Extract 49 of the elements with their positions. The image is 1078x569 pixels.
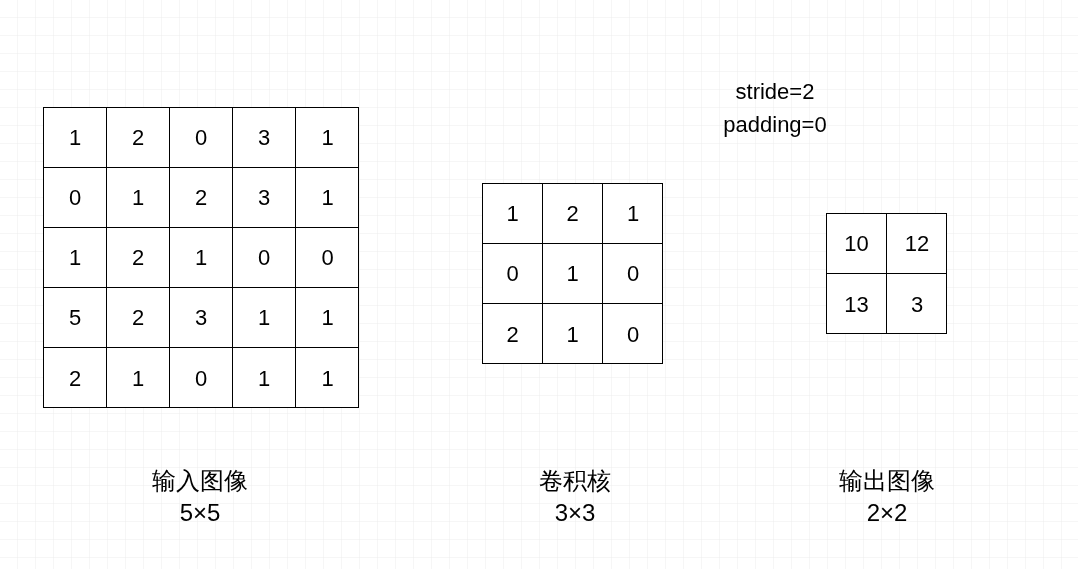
matrix-cell: 1 [44,108,107,168]
matrix-grid [826,213,947,334]
matrix-cell: 1 [170,228,233,288]
matrix-cell: 1 [483,184,543,244]
matrix-cell: 0 [44,168,107,228]
matrix-caption: 输入图像 [152,466,248,496]
matrix-caption: 5×5 [179,498,221,528]
matrix-caption: 卷积核 [539,466,611,496]
matrix-cell: 2 [44,348,107,408]
matrix-cell: 1 [44,228,107,288]
matrix-cell: 1 [233,348,296,408]
matrix-cell: 1 [296,108,359,168]
matrix-cell: 3 [233,168,296,228]
parameter-text: padding=0 [723,111,827,139]
matrix-cell: 2 [543,184,603,244]
matrix-cell: 1 [543,244,603,304]
matrix-cell: 2 [483,304,543,364]
matrix-cell: 0 [170,348,233,408]
matrix-cell: 1 [296,288,359,348]
matrix-cell: 0 [233,228,296,288]
matrix-cell: 1 [107,168,170,228]
matrix-cell: 3 [233,108,296,168]
matrix-grid [482,183,663,364]
matrix-cell: 1 [233,288,296,348]
matrix-cell: 5 [44,288,107,348]
matrix-cell: 0 [170,108,233,168]
matrix-cell: 0 [483,244,543,304]
matrix-cell: 1 [543,304,603,364]
matrix-cell: 1 [296,348,359,408]
matrix-cell: 2 [107,228,170,288]
matrix-cell: 2 [107,288,170,348]
matrix-cell: 0 [296,228,359,288]
matrix-cell: 3 [170,288,233,348]
matrix-cell: 2 [107,108,170,168]
matrix-caption: 输出图像 [839,466,935,496]
matrix-cell: 0 [603,244,663,304]
matrix-cell: 1 [296,168,359,228]
matrix-cell: 13 [827,274,887,334]
matrix-cell: 0 [603,304,663,364]
matrix-cell: 10 [827,214,887,274]
matrix-cell: 12 [887,214,947,274]
matrix-grid [43,107,359,408]
matrix-cell: 1 [603,184,663,244]
parameter-text: stride=2 [735,78,815,106]
matrix-cell: 2 [170,168,233,228]
matrix-cell: 3 [887,274,947,334]
matrix-caption: 3×3 [554,498,596,528]
matrix-cell: 1 [107,348,170,408]
matrix-caption: 2×2 [866,498,908,528]
